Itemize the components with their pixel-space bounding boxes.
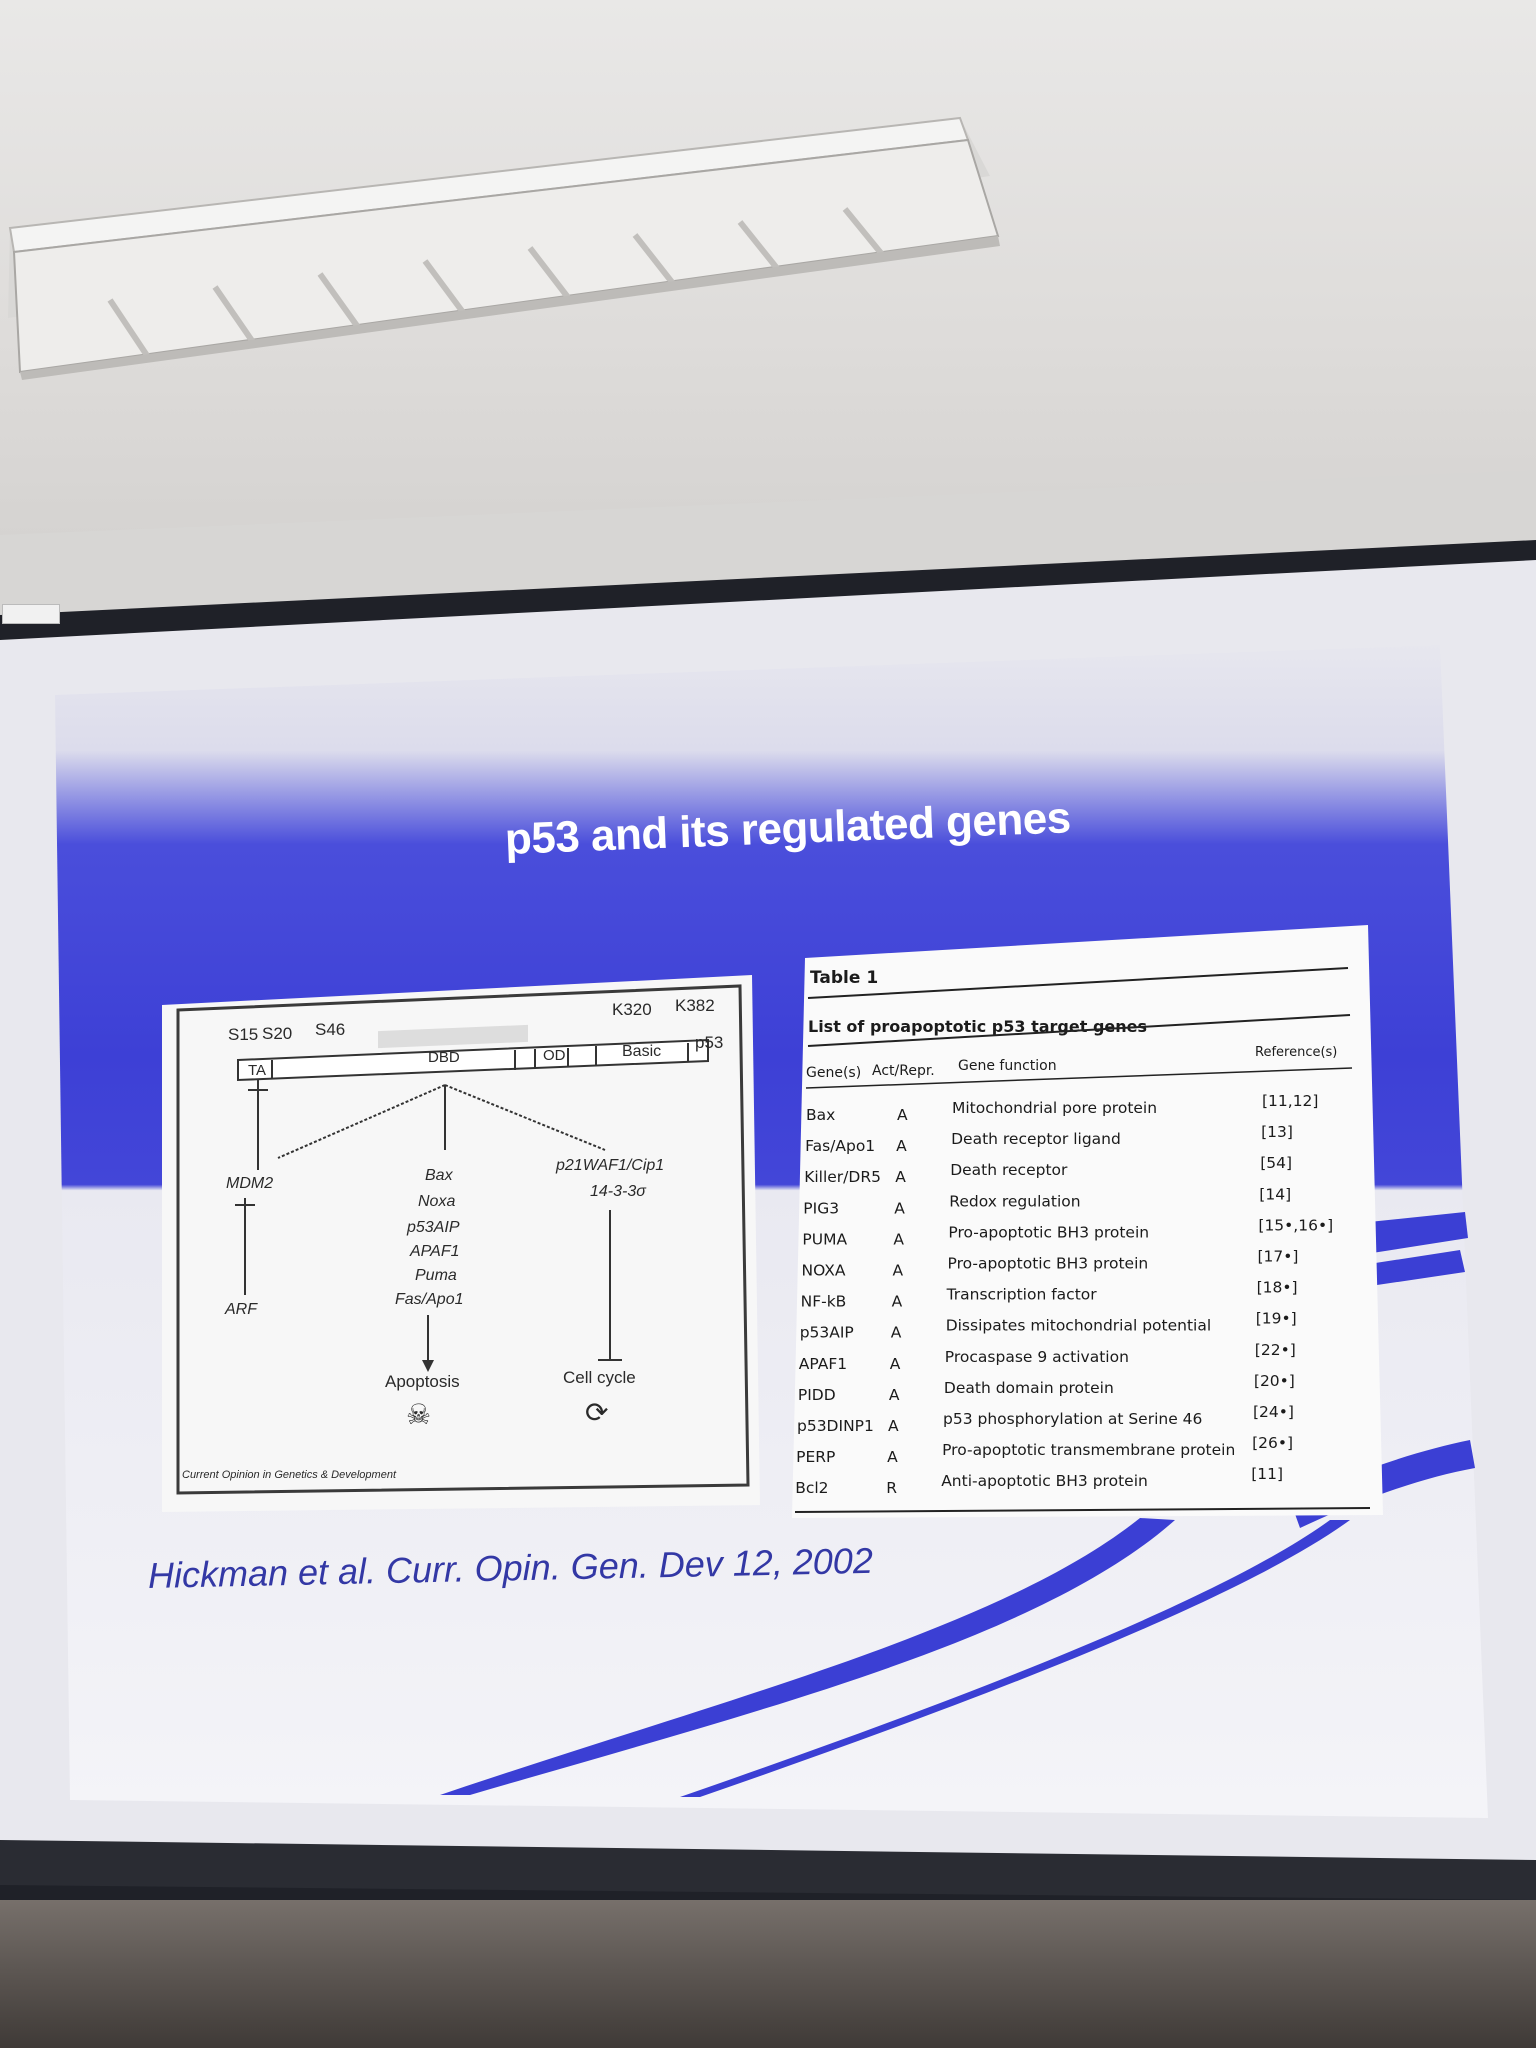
ceiling-light-fixture <box>8 116 1000 380</box>
room-floor <box>0 1900 1536 2048</box>
wall-sticker <box>2 604 60 624</box>
